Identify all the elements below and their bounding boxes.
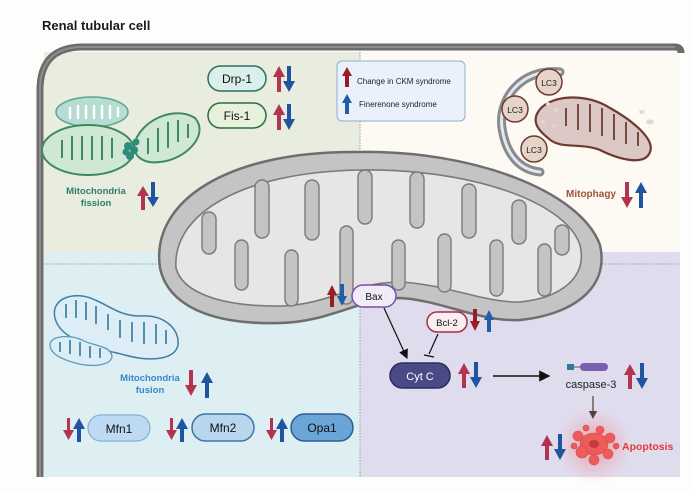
fusion-mitochondria-illustration bbox=[49, 295, 179, 367]
cytc-pill: Cyt C bbox=[389, 362, 451, 389]
apoptosis-ckm-up-arrow-icon bbox=[541, 435, 553, 460]
mitophagy-finerenone-up-arrow-icon bbox=[635, 182, 647, 208]
diagram-title: Renal tubular cell bbox=[42, 18, 151, 33]
fusion-finerenone-up-arrow-icon bbox=[201, 372, 213, 398]
fission-mitochondria-illustration bbox=[41, 96, 201, 176]
opa1-pill: Opa1 bbox=[290, 413, 354, 442]
bax-label: Bax bbox=[365, 292, 382, 303]
bax-to-cytc-arrow bbox=[383, 307, 408, 360]
drp1-pill: Drp-1 bbox=[207, 65, 267, 92]
apoptosis-label: Apoptosis bbox=[622, 441, 673, 453]
legend-ckm-arrow-icon bbox=[342, 67, 352, 87]
lc3-bubble-left: LC3 bbox=[501, 95, 529, 123]
fis1-label: Fis-1 bbox=[224, 109, 251, 123]
bcl2-pill: Bcl-2 bbox=[426, 311, 468, 333]
fis1-pill: Fis-1 bbox=[207, 102, 267, 129]
bcl2-finerenone-up-arrow-icon bbox=[484, 310, 494, 332]
fission-ckm-up-arrow-icon bbox=[137, 186, 149, 210]
mitophagy-label: Mitophagy bbox=[566, 189, 616, 200]
svg-text:LC3: LC3 bbox=[541, 78, 557, 88]
legend-finerenone-arrow-icon bbox=[342, 94, 352, 114]
bcl2-ckm-down-arrow-icon bbox=[470, 309, 480, 331]
drp1-label: Drp-1 bbox=[222, 72, 252, 86]
mfn2-pill: Mfn2 bbox=[191, 413, 255, 442]
drp1-ckm-up-arrow-icon bbox=[273, 66, 285, 92]
mitophagy-illustration: LC3 LC3 LC3 bbox=[497, 67, 654, 177]
opa1-label: Opa1 bbox=[307, 421, 337, 435]
bcl2-label: Bcl-2 bbox=[436, 318, 458, 329]
bax-ckm-up-arrow-icon bbox=[327, 285, 337, 307]
caspase3-finerenone-down-arrow-icon bbox=[636, 363, 648, 389]
lc3-bubble-bottom: LC3 bbox=[520, 135, 548, 163]
cytc-ckm-up-arrow-icon bbox=[458, 363, 470, 388]
mfn1-finerenone-up-arrow-icon bbox=[73, 418, 85, 442]
cytc-label: Cyt C bbox=[406, 371, 434, 383]
fis1-ckm-up-arrow-icon bbox=[273, 104, 285, 130]
svg-text:LC3: LC3 bbox=[526, 145, 542, 155]
fis1-finerenone-down-arrow-icon bbox=[283, 104, 295, 130]
mfn1-label: Mfn1 bbox=[106, 422, 133, 436]
mitophagy-ckm-down-arrow-icon bbox=[621, 182, 633, 208]
lc3-bubble-top: LC3 bbox=[535, 68, 563, 96]
opa1-finerenone-up-arrow-icon bbox=[276, 418, 288, 442]
mfn2-finerenone-up-arrow-icon bbox=[176, 418, 188, 442]
mfn2-ckm-down-arrow-icon bbox=[166, 418, 177, 440]
mfn2-label: Mfn2 bbox=[210, 421, 237, 435]
apoptosis-finerenone-down-arrow-icon bbox=[554, 434, 566, 460]
central-mitochondrion bbox=[157, 150, 603, 325]
caspase3-icon bbox=[567, 363, 608, 371]
fusion-label-line2: fusion bbox=[136, 385, 165, 396]
caspase3-ckm-up-arrow-icon bbox=[624, 364, 636, 389]
fusion-ckm-down-arrow-icon bbox=[185, 370, 197, 396]
drp1-finerenone-down-arrow-icon bbox=[283, 66, 295, 92]
fission-finerenone-down-arrow-icon bbox=[147, 182, 159, 207]
bcl2-inhibits-cytc bbox=[428, 333, 439, 355]
cytc-finerenone-down-arrow-icon bbox=[470, 362, 482, 388]
bax-pill: Bax bbox=[351, 284, 397, 308]
fusion-label-line1: Mitochondria bbox=[120, 373, 180, 384]
legend-ckm-label: Change in CKM syndrome bbox=[357, 77, 451, 86]
caspase3-label: caspase-3 bbox=[566, 379, 617, 391]
svg-text:LC3: LC3 bbox=[507, 105, 523, 115]
opa1-ckm-down-arrow-icon bbox=[266, 418, 277, 440]
fission-label-line2: fission bbox=[81, 198, 112, 209]
mfn1-ckm-down-arrow-icon bbox=[63, 418, 74, 440]
legend: Change in CKM syndrome Finerenone syndro… bbox=[336, 60, 466, 122]
legend-finerenone-label: Finerenone syndrome bbox=[359, 100, 437, 109]
mfn1-pill: Mfn1 bbox=[87, 414, 151, 442]
fission-label-line1: Mitochondria bbox=[66, 186, 126, 197]
bax-finerenone-down-arrow-icon bbox=[337, 284, 347, 306]
